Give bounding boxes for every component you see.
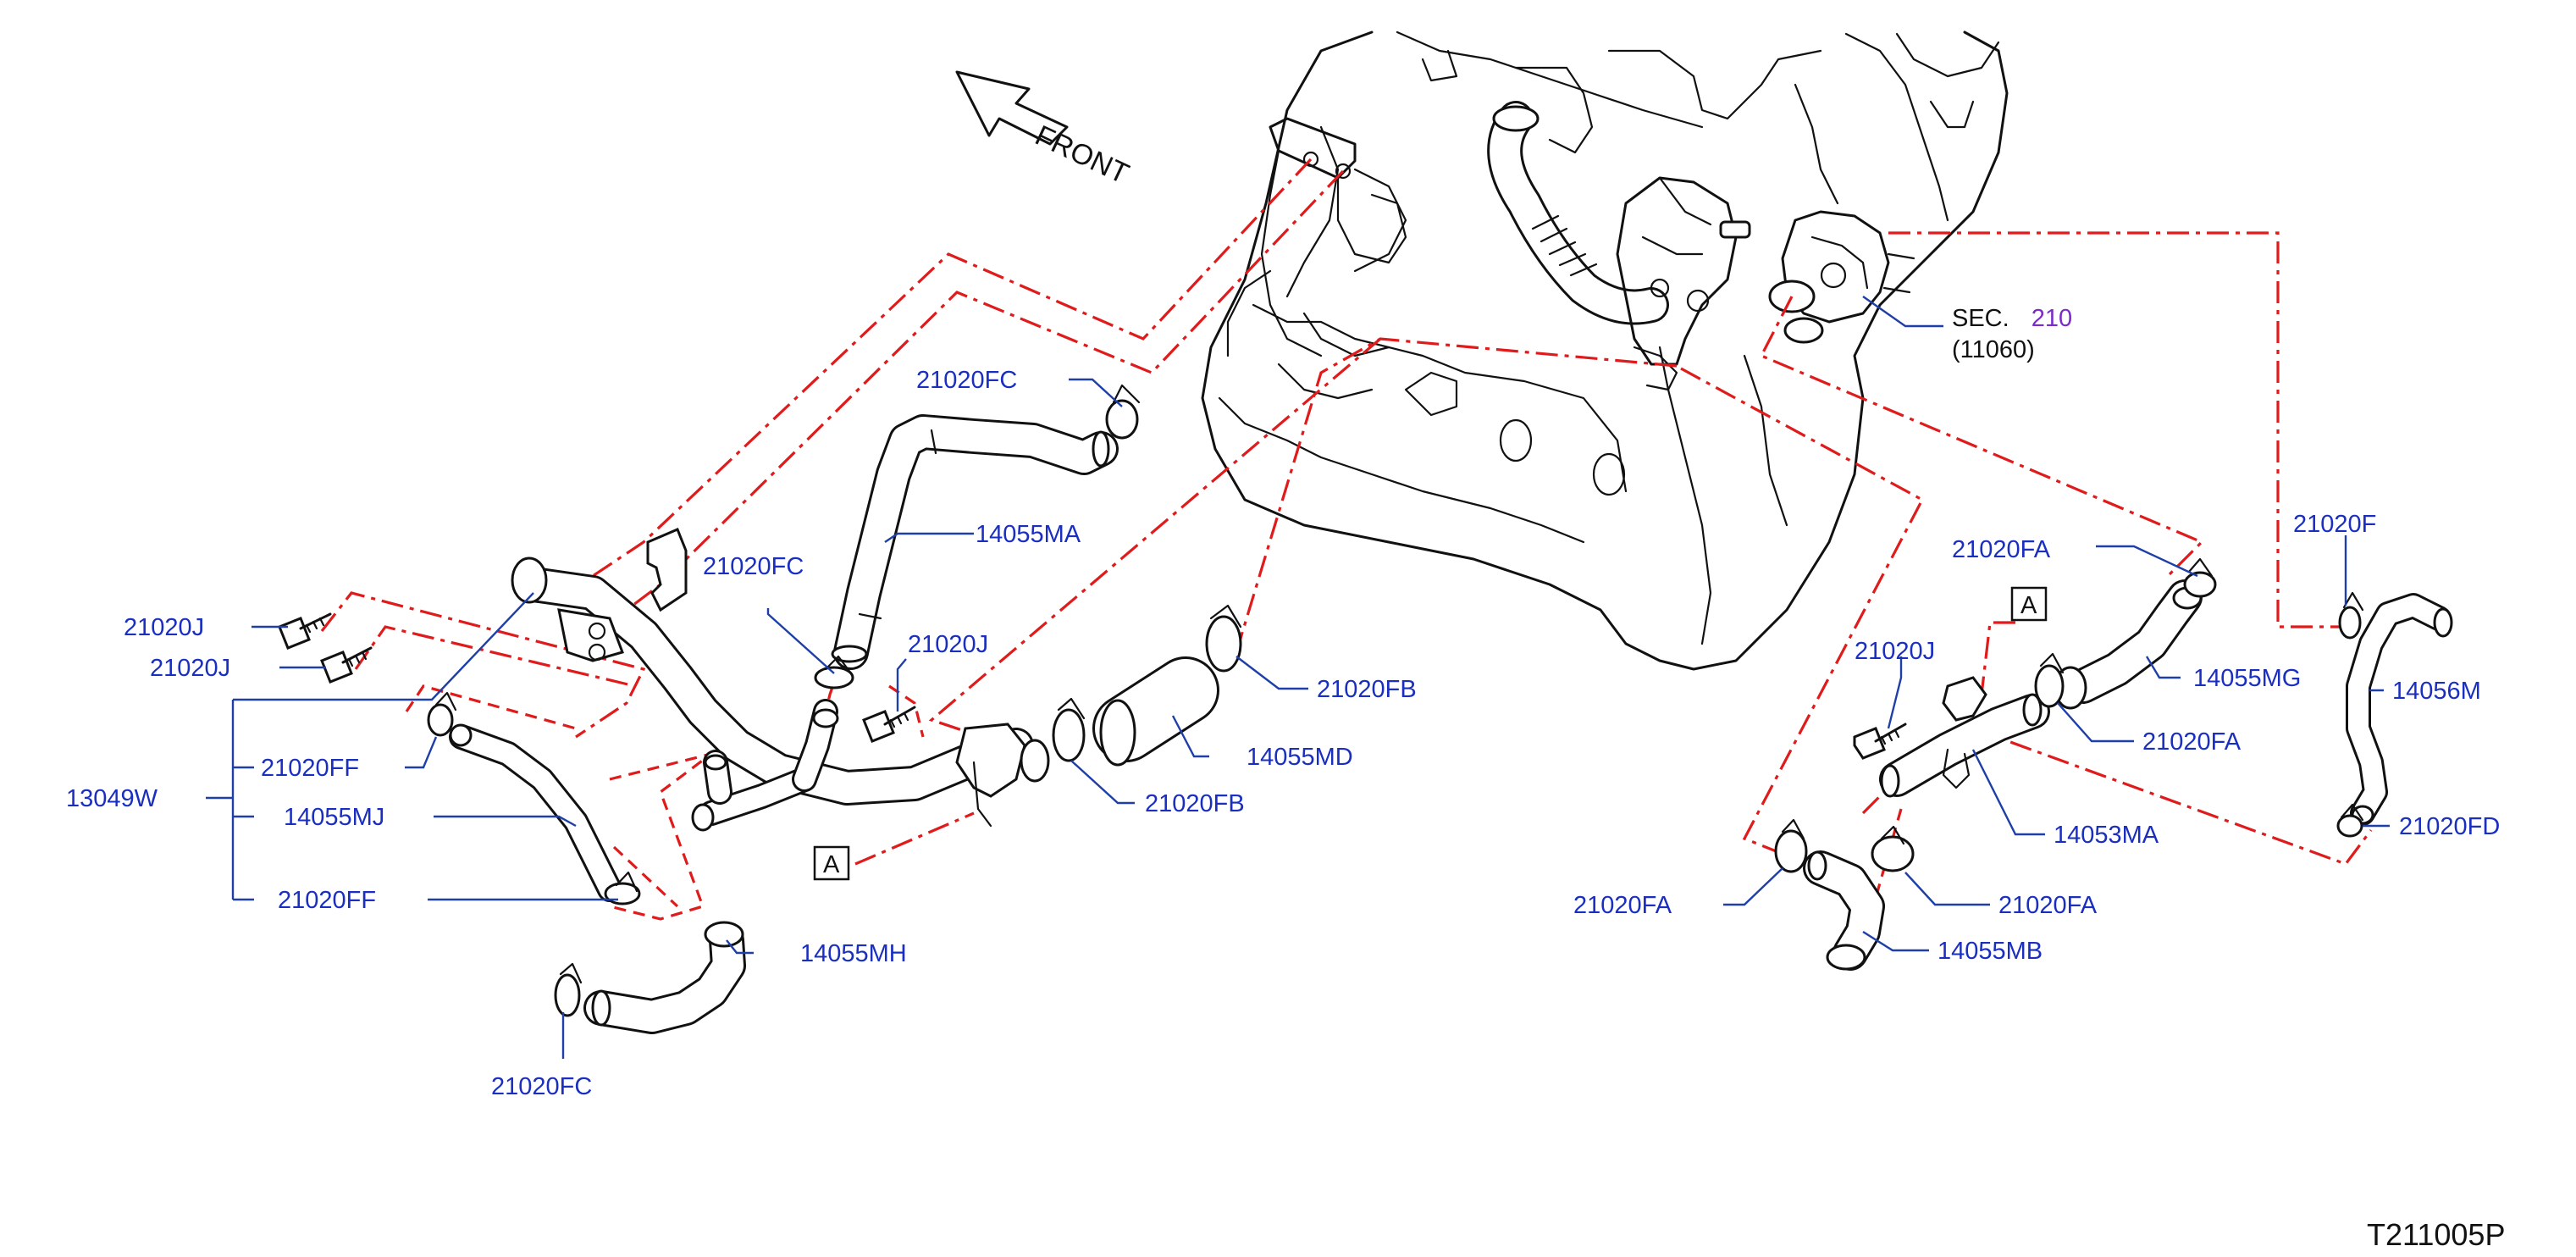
bolt-21020J-left1: [278, 612, 332, 650]
clamp-21020FB-left: [1052, 697, 1086, 762]
clamp-21020FC-top: [1105, 384, 1141, 440]
clamp-21020FC-bottom: [554, 962, 583, 1017]
hose-14055MB: [1803, 850, 1885, 971]
callout-21020J-right: 21020J: [1855, 638, 1935, 665]
clamp-21020FA-mid: [2034, 652, 2065, 708]
callout-21020FC-mid: 21020FC: [703, 553, 804, 580]
callout-14055MD: 14055MD: [1247, 744, 1353, 771]
callout-21020FA-mid: 21020FA: [2142, 728, 2242, 756]
hose-14055MG: [2054, 579, 2203, 710]
engine-block-outline: [1201, 30, 2009, 671]
callout-14056M: 14056M: [2392, 678, 2481, 705]
callout-21020FF-1: 21020FF: [261, 755, 359, 782]
water-pipe-13049W: [511, 528, 1050, 832]
view-marker-right: A: [2010, 586, 2048, 622]
hose-14056M: [2346, 593, 2453, 826]
hose-14055MH: [583, 921, 746, 1034]
bolt-21020J-center: [862, 706, 916, 743]
callout-21020FF-2: 21020FF: [278, 887, 376, 914]
clamp-21020FB-right: [1205, 604, 1242, 673]
callout-21020F: 21020F: [2293, 511, 2376, 538]
clamp-21020FC-mid: [814, 655, 854, 689]
front-label: FRONT: [1031, 119, 1134, 191]
callout-21020FB-right: 21020FB: [1317, 676, 1417, 703]
callout-21020FD: 21020FD: [2399, 813, 2500, 840]
callout-21020J-left1: 21020J: [124, 614, 204, 641]
callout-14055MJ: 14055MJ: [284, 804, 384, 831]
clamp-21020F: [2338, 591, 2364, 640]
svg-text:A: A: [823, 851, 840, 878]
section-reference: SEC. 210: [1952, 305, 2072, 332]
clamp-21020FA-bottom: [1871, 825, 1915, 872]
bolt-21020J-right: [1853, 723, 1907, 760]
upper-corrugated-hose: [1487, 101, 1669, 325]
bolt-21020J-left2: [320, 646, 373, 684]
callout-21020J-center: 21020J: [908, 631, 988, 658]
callout-14055MH: 14055MH: [800, 940, 907, 967]
section-prefix: SEC.: [1952, 305, 2009, 332]
callout-14055MA: 14055MA: [976, 521, 1081, 548]
callout-14055MG: 14055MG: [2193, 665, 2301, 692]
callout-21020J-left2: 21020J: [150, 655, 230, 682]
callout-14053MA: 14053MA: [2054, 822, 2159, 849]
hose-14055MD: [1092, 656, 1219, 767]
pipe-14053MA: [1879, 676, 2050, 798]
section-subref: (11060): [1952, 336, 2035, 363]
water-outlet-housing: [1616, 176, 1751, 391]
callout-21020FA-left: 21020FA: [1573, 892, 1672, 919]
clamp-21020FD: [2336, 803, 2364, 838]
svg-text:A: A: [2020, 592, 2037, 619]
thermostat-housing: [1768, 210, 1915, 344]
callout-21020FC-bottom: 21020FC: [491, 1073, 592, 1100]
section-number: 210: [2032, 305, 2072, 332]
engine-mount-bracket: [1260, 117, 1407, 400]
callout-21020FA-bottom: 21020FA: [1998, 892, 2098, 919]
figure-code: T211005P: [2367, 1217, 2505, 1252]
flow-reference-lines: [320, 158, 2373, 921]
clamp-21020FA-left: [1774, 818, 1808, 873]
callout-21020FB-left: 21020FB: [1145, 790, 1245, 817]
leader-lines: [206, 296, 2390, 1059]
callout-13049W: 13049W: [66, 785, 158, 812]
bolts: [278, 612, 1907, 760]
front-direction-arrow: [955, 70, 1069, 146]
clamp-21020FA-top: [2183, 557, 2217, 598]
hose-clamps: [427, 384, 2364, 1017]
callout-21020FA-top: 21020FA: [1952, 536, 2051, 563]
callout-21020FC-top: 21020FC: [916, 367, 1017, 394]
view-marker-left: A: [813, 845, 850, 881]
hose-14055MJ: [449, 723, 622, 902]
clamp-21020FF-1: [427, 691, 457, 737]
hose-14055MA: [831, 414, 1119, 670]
part-callouts: 21020FC 14055MA 21020FC 21020J 21020J 21…: [66, 305, 2500, 1100]
callout-14055MB: 14055MB: [1938, 938, 2043, 965]
